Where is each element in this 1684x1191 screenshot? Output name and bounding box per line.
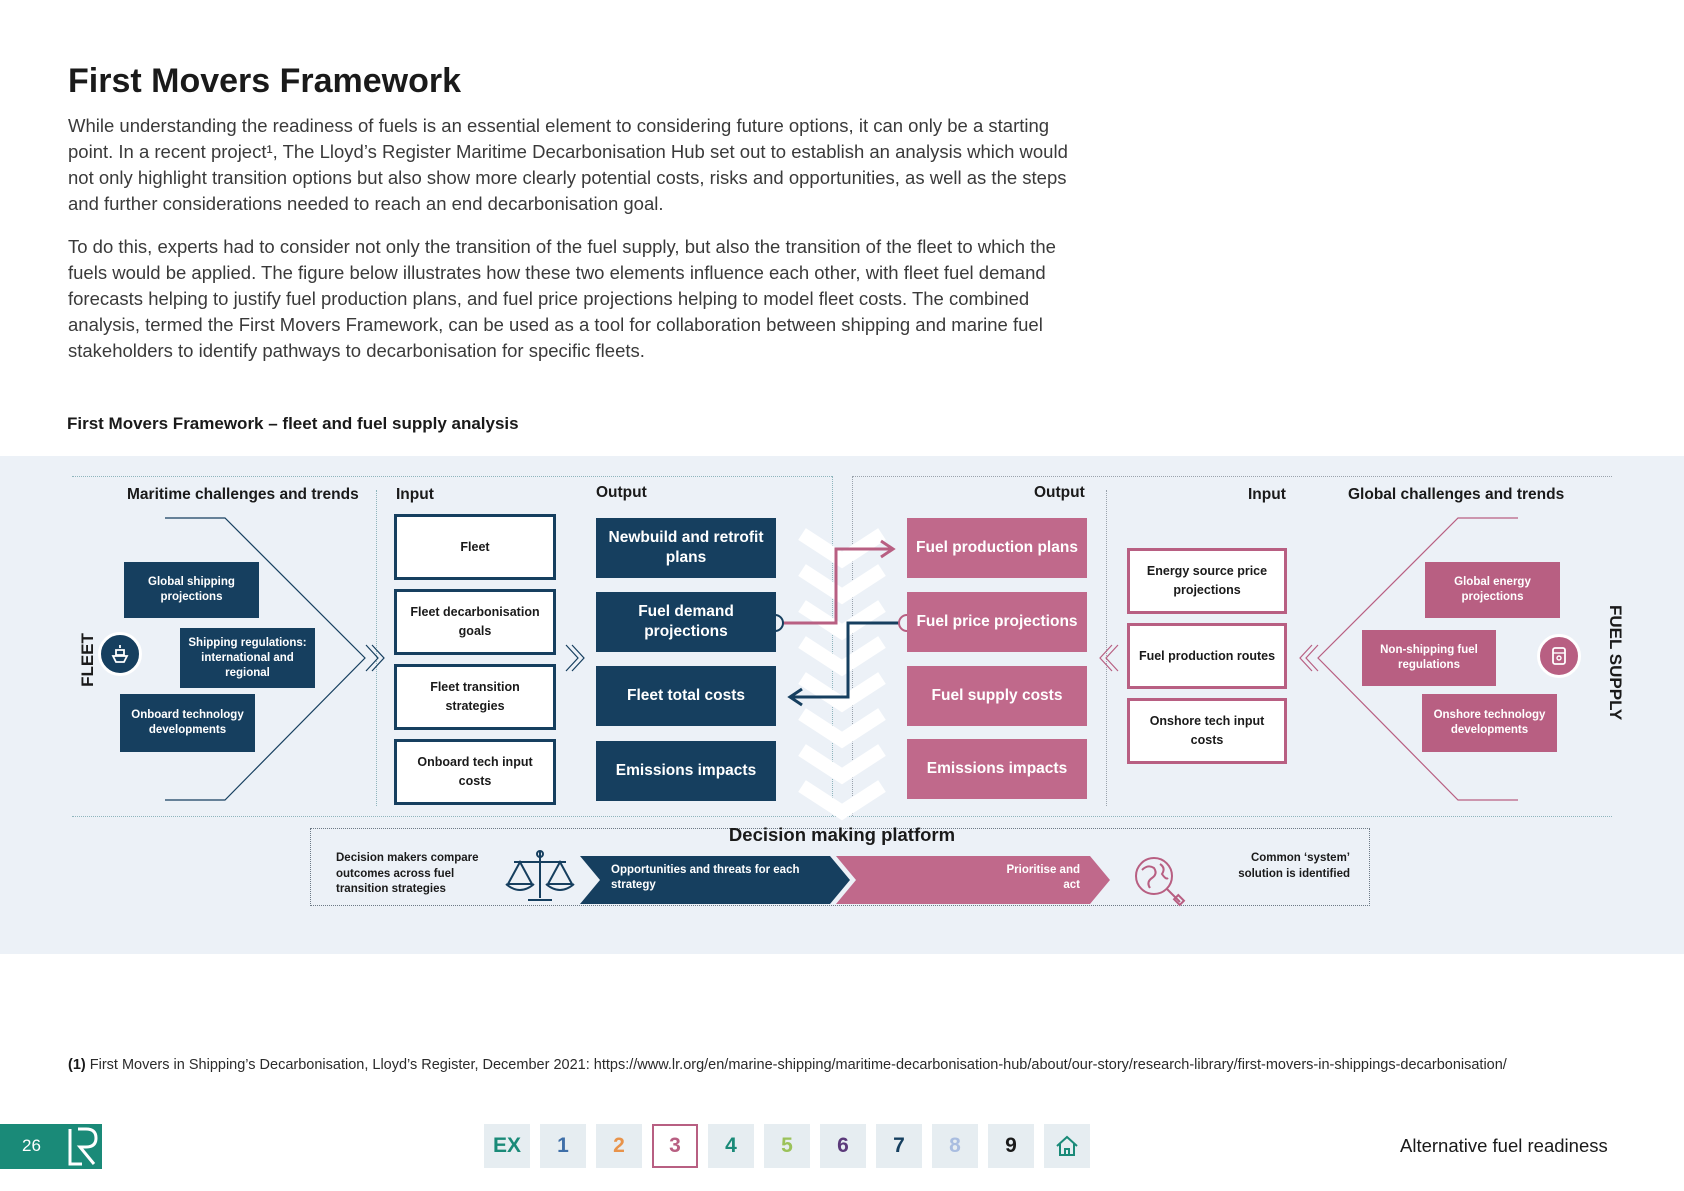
intro-paragraph: While understanding the readiness of fue… <box>68 115 1068 214</box>
fleet-output-3: Fleet total costs <box>596 666 776 726</box>
nav-item-6[interactable]: 6 <box>820 1124 866 1168</box>
supply-challenge-3: Onshore technology developments <box>1422 694 1557 752</box>
page-title: First Movers Framework <box>68 62 462 100</box>
fleet-frame-right <box>832 476 833 816</box>
supply-output-4: Emissions impacts <box>907 739 1087 799</box>
lr-logo <box>64 1124 102 1169</box>
nav-item-3[interactable]: 3 <box>652 1124 698 1168</box>
fleet-output-1: Newbuild and retrofit plans <box>596 518 776 578</box>
prioritise-arrow-label: Prioritise and act <box>1006 864 1081 891</box>
fleet-frame-top <box>72 476 832 477</box>
supply-challenge-1: Global energy projections <box>1425 562 1560 618</box>
supply-output-2: Fuel price projections <box>907 592 1087 652</box>
opportunities-arrow-label: Opportunities and threats for each strat… <box>611 864 800 891</box>
globe-magnifier-icon <box>1132 854 1188 915</box>
body-paragraph: To do this, experts had to consider not … <box>68 236 1056 361</box>
section-label: Alternative fuel readiness <box>1400 1135 1608 1156</box>
supply-output-header: Output <box>1034 484 1085 501</box>
fuel-barrel-icon <box>1537 634 1581 678</box>
fleet-input-3: Fleet transition strategies <box>394 664 556 730</box>
supply-output-1: Fuel production plans <box>907 518 1087 578</box>
nav-item-5[interactable]: 5 <box>764 1124 810 1168</box>
figure-title: First Movers Framework – fleet and fuel … <box>67 414 519 433</box>
decision-platform-title: Decision making platform <box>728 824 956 845</box>
footnote: (1) First Movers in Shipping’s Decarboni… <box>68 1057 1507 1073</box>
footnote-text: First Movers in Shipping’s Decarbonisati… <box>89 1057 1507 1073</box>
page-number: 26 <box>22 1136 41 1155</box>
nav-item-4[interactable]: 4 <box>708 1124 754 1168</box>
strategy-arrows <box>580 856 1110 904</box>
nav-item-1[interactable]: 1 <box>540 1124 586 1168</box>
platform-right-text: Common ‘system’ solution is identified <box>1238 852 1350 880</box>
balance-scale-icon <box>504 848 576 911</box>
fleet-input-4: Onboard tech input costs <box>394 739 556 805</box>
nav-item-8[interactable]: 8 <box>932 1124 978 1168</box>
supply-divider <box>1106 490 1107 806</box>
nav-item-ex[interactable]: EX <box>484 1124 530 1168</box>
fleet-input-1: Fleet <box>394 514 556 580</box>
supply-output-3: Fuel supply costs <box>907 666 1087 726</box>
ship-icon <box>98 632 142 676</box>
fleet-divider <box>376 490 377 806</box>
fleet-output-header: Output <box>596 484 647 501</box>
fleet-challenge-1: Global shipping projections <box>124 562 259 618</box>
footnote-marker: (1) <box>68 1057 86 1073</box>
supply-input-1: Energy source price projections <box>1127 548 1287 614</box>
supply-frame-left <box>852 476 853 816</box>
fleet-challenge-3: Onboard technology developments <box>120 694 255 752</box>
supply-input-header: Input <box>1248 486 1286 503</box>
decision-platform-frame <box>310 828 1370 906</box>
fleet-challenge-2: Shipping regulations: international and … <box>180 628 315 688</box>
fleet-output-2: Fuel demand projections <box>596 592 776 652</box>
supply-frame-top <box>852 476 1612 477</box>
platform-left-text: Decision makers compare outcomes across … <box>336 852 479 895</box>
nav-item-7[interactable]: 7 <box>876 1124 922 1168</box>
fleet-challenges-header: Maritime challenges and trends <box>127 486 359 503</box>
supply-input-2: Fuel production routes <box>1127 623 1287 689</box>
home-icon[interactable] <box>1044 1124 1090 1168</box>
fleet-input-2: Fleet decarbonisation goals <box>394 589 556 655</box>
supply-challenge-2: Non-shipping fuel regulations <box>1362 630 1496 686</box>
fleet-input-header: Input <box>396 486 434 503</box>
nav-item-2[interactable]: 2 <box>596 1124 642 1168</box>
supply-input-3: Onshore tech input costs <box>1127 698 1287 764</box>
supply-challenges-header: Global challenges and trends <box>1348 486 1565 503</box>
nav-item-9[interactable]: 9 <box>988 1124 1034 1168</box>
fleet-output-4: Emissions impacts <box>596 741 776 801</box>
